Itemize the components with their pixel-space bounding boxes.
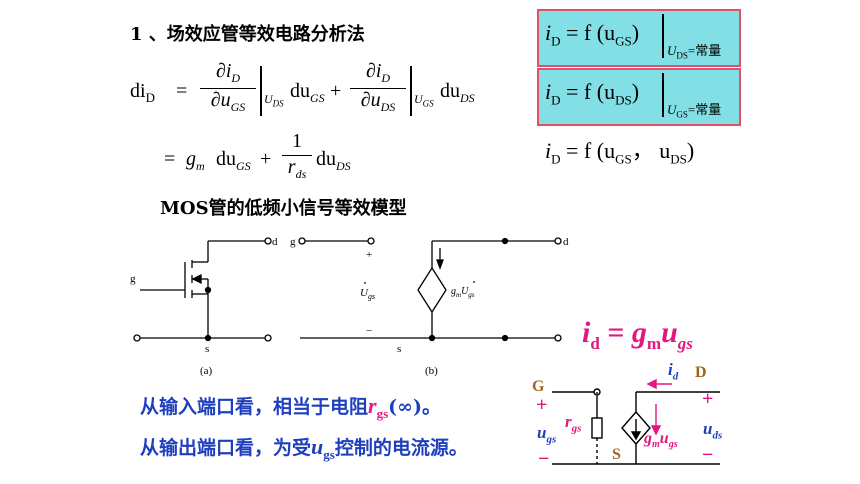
- circuit-a-caption: (a): [200, 365, 213, 377]
- circuit-c-G-label: G: [532, 378, 545, 395]
- circuit-b-caption: (b): [425, 365, 438, 377]
- combined-equation: iD = f (uGS， uDS): [545, 138, 695, 167]
- circuit-c-uds: uds: [703, 419, 723, 442]
- did-label: diD: [130, 80, 155, 105]
- circuit-a-s-label: s: [205, 343, 209, 355]
- circuit-c-output-arrow: [650, 404, 662, 436]
- box1-condition: UDS=常量: [667, 43, 722, 61]
- circuit-c-ugs: ugs: [537, 423, 557, 446]
- equation-box-1: [537, 9, 741, 67]
- note-input-port: 从输入端口看，相当于电阻rgs(∞)。: [140, 393, 441, 421]
- circuit-c-minus-left: −: [538, 448, 550, 470]
- eval-cond-1: UDS: [264, 92, 284, 109]
- equation-box-2: [537, 68, 741, 126]
- note-output-port: 从输出端口看，为受ugs控制的电流源。: [140, 434, 468, 462]
- big-formula: id = gmugs: [582, 316, 693, 353]
- circuit-c-minus-right: −: [702, 444, 714, 466]
- circuit-c-rgs: rgs: [565, 412, 582, 435]
- circuit-b-source-label: gmUgs: [451, 286, 475, 299]
- circuit-b-minus: −: [366, 325, 372, 337]
- circuit-c-plus-left: +: [536, 394, 548, 416]
- circuit-b-g-label: g: [290, 236, 296, 248]
- eval-bar-1: [260, 66, 262, 116]
- derivative-equation: diD = ∂iD ∂uGS UDS duGS + ∂iD ∂uDS UGS d…: [118, 60, 518, 185]
- circuit-a: [133, 237, 272, 342]
- fraction-3: 1 rds: [282, 130, 312, 182]
- circuit-c: [552, 388, 720, 465]
- circuit-b: [298, 237, 562, 342]
- circuit-b-src-dot: [473, 281, 475, 283]
- circuit-a-g-label: g: [130, 273, 136, 285]
- circuit-b-plus: +: [366, 249, 372, 261]
- circuit-c-plus-right: +: [702, 388, 714, 410]
- eq-sign-2: =: [164, 148, 176, 170]
- eval-cond-2: UGS: [414, 92, 434, 109]
- circuit-b-ugs-dot: [364, 282, 366, 284]
- circuit-c-id: id: [668, 360, 679, 383]
- fraction-1: ∂iD ∂uGS: [200, 60, 256, 115]
- du-ds-term: duDS: [440, 80, 475, 105]
- du-ds-term-2: duDS: [316, 148, 351, 173]
- box2-equation: iD = f (uDS): [545, 79, 640, 108]
- box2-condition: UGS=常量: [667, 102, 722, 120]
- box1-equation: iD = f (uGS): [545, 20, 640, 49]
- circuit-c-current-arrow: [646, 378, 672, 390]
- section-title: 1 、场效应管等效电路分析法: [130, 24, 365, 45]
- eval-bar-2: [410, 66, 412, 116]
- eq-sign-1: =: [176, 80, 188, 102]
- circuit-c-S-label: S: [612, 446, 621, 463]
- gm-term: gm: [186, 148, 205, 173]
- circuit-c-D-label: D: [695, 364, 707, 381]
- fraction-2: ∂iD ∂uDS: [350, 60, 406, 115]
- box2-eval-bar: [662, 73, 664, 117]
- box1-eval-bar: [662, 14, 664, 58]
- plus-sign-2: +: [260, 148, 272, 170]
- circuit-b-d-label: d: [563, 236, 569, 248]
- circuit-c-gm-ugs: gmugs: [644, 430, 678, 451]
- plus-sign-1: +: [330, 80, 342, 102]
- circuit-b-s-label: s: [397, 343, 401, 355]
- du-gs-term-2: duGS: [216, 148, 251, 173]
- du-gs-term: duGS: [290, 80, 325, 105]
- circuit-b-ugs: Ugs: [360, 287, 375, 301]
- circuit-a-d-label: d: [272, 236, 278, 248]
- model-subtitle: MOS管的低频小信号等效模型: [160, 198, 407, 219]
